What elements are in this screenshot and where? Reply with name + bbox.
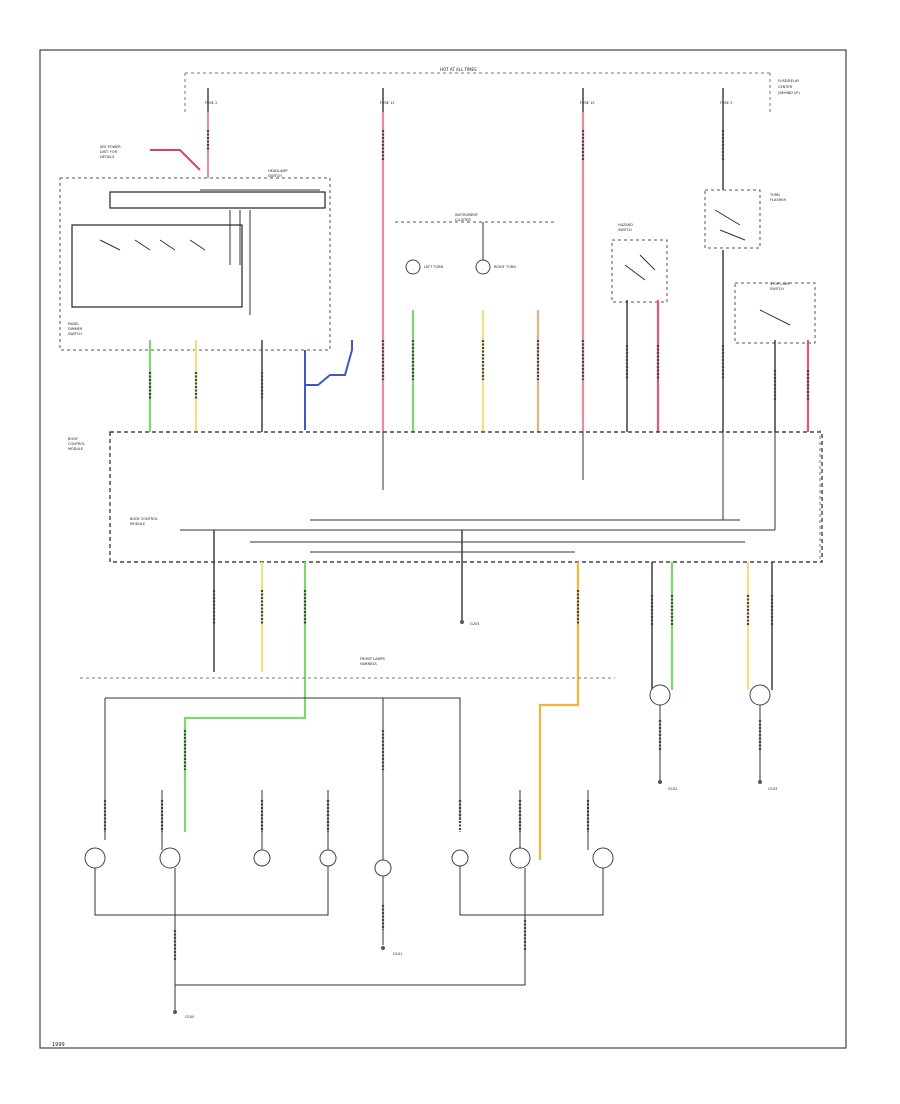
fuse-drops: FUSE 2 FUSE 12 FUSE 15 FUSE 3 xyxy=(205,88,732,112)
svg-text:FUSE 3: FUSE 3 xyxy=(720,101,732,105)
svg-text:BODY CONTROL: BODY CONTROL xyxy=(130,517,158,521)
svg-text:CENTER: CENTER xyxy=(778,85,793,89)
svg-text:LEFT TURN: LEFT TURN xyxy=(424,265,443,269)
wire-hatches-upper xyxy=(206,130,725,160)
module-output-wires xyxy=(183,530,773,860)
svg-text:MODULE: MODULE xyxy=(130,522,145,526)
svg-text:PANEL: PANEL xyxy=(68,322,79,326)
svg-text:CLUSTER: CLUSTER xyxy=(455,218,471,222)
svg-text:HARNESS: HARNESS xyxy=(360,662,378,666)
svg-text:HEADLAMP: HEADLAMP xyxy=(268,169,288,173)
headlamp-switch-module xyxy=(59,177,331,351)
svg-text:DETAILS: DETAILS xyxy=(100,155,115,159)
side-marker-lamps: G102 G103 xyxy=(649,684,777,791)
svg-text:G101: G101 xyxy=(393,952,402,956)
svg-text:SWITCH: SWITCH xyxy=(618,228,632,232)
svg-text:G102: G102 xyxy=(668,787,677,791)
body-control-module xyxy=(109,431,823,563)
svg-text:SWITCH: SWITCH xyxy=(770,287,784,291)
svg-text:FUSE 2: FUSE 2 xyxy=(205,101,217,105)
svg-text:SEE POWER: SEE POWER xyxy=(100,145,121,149)
svg-text:FUSE 12: FUSE 12 xyxy=(380,101,395,105)
svg-text:SWITCH: SWITCH xyxy=(68,332,82,336)
switch-contact-bar xyxy=(109,191,326,209)
svg-text:STOP LAMP: STOP LAMP xyxy=(770,282,790,286)
svg-text:FUSE 15: FUSE 15 xyxy=(580,101,595,105)
wire-hatches-mid xyxy=(148,340,810,400)
svg-text:BODY: BODY xyxy=(68,437,79,441)
red-feed-wire xyxy=(150,149,201,171)
svg-text:FLASHER: FLASHER xyxy=(770,198,787,202)
hazard-switch xyxy=(611,239,668,303)
left-turn-indicator-bulb xyxy=(405,259,421,275)
svg-text:FRONT LAMPS: FRONT LAMPS xyxy=(360,657,386,661)
svg-text:HAZARD: HAZARD xyxy=(618,223,633,227)
bus-label: HOT AT ALL TIMES xyxy=(440,67,477,72)
right-turn-indicator-bulb xyxy=(475,259,491,275)
front-lamp-row xyxy=(84,730,614,1014)
svg-text:DIMMER: DIMMER xyxy=(68,327,83,331)
module-input-wires xyxy=(148,250,810,432)
svg-text:INSTRUMENT: INSTRUMENT xyxy=(455,213,479,217)
svg-text:RIGHT TURN: RIGHT TURN xyxy=(494,265,516,269)
svg-text:(BEHIND I/P): (BEHIND I/P) xyxy=(778,91,800,95)
svg-text:CONTROL: CONTROL xyxy=(68,442,85,446)
panel-dimmer-switch xyxy=(71,224,243,308)
footer-code: 1999 xyxy=(52,1042,65,1048)
flasher xyxy=(704,189,761,249)
svg-text:G203: G203 xyxy=(470,622,479,626)
brake-switch xyxy=(734,282,816,344)
svg-text:MODULE: MODULE xyxy=(68,447,83,451)
wire-hatches-lower xyxy=(212,590,774,625)
svg-text:TURN: TURN xyxy=(769,193,780,197)
fuse-box-label: FUSE/RELAY xyxy=(778,79,800,83)
svg-text:DIST. FOR: DIST. FOR xyxy=(100,150,118,154)
svg-text:G103: G103 xyxy=(768,787,777,791)
diagram-border xyxy=(39,49,847,1049)
svg-text:SWITCH: SWITCH xyxy=(268,174,282,178)
svg-text:G100: G100 xyxy=(185,1015,194,1019)
